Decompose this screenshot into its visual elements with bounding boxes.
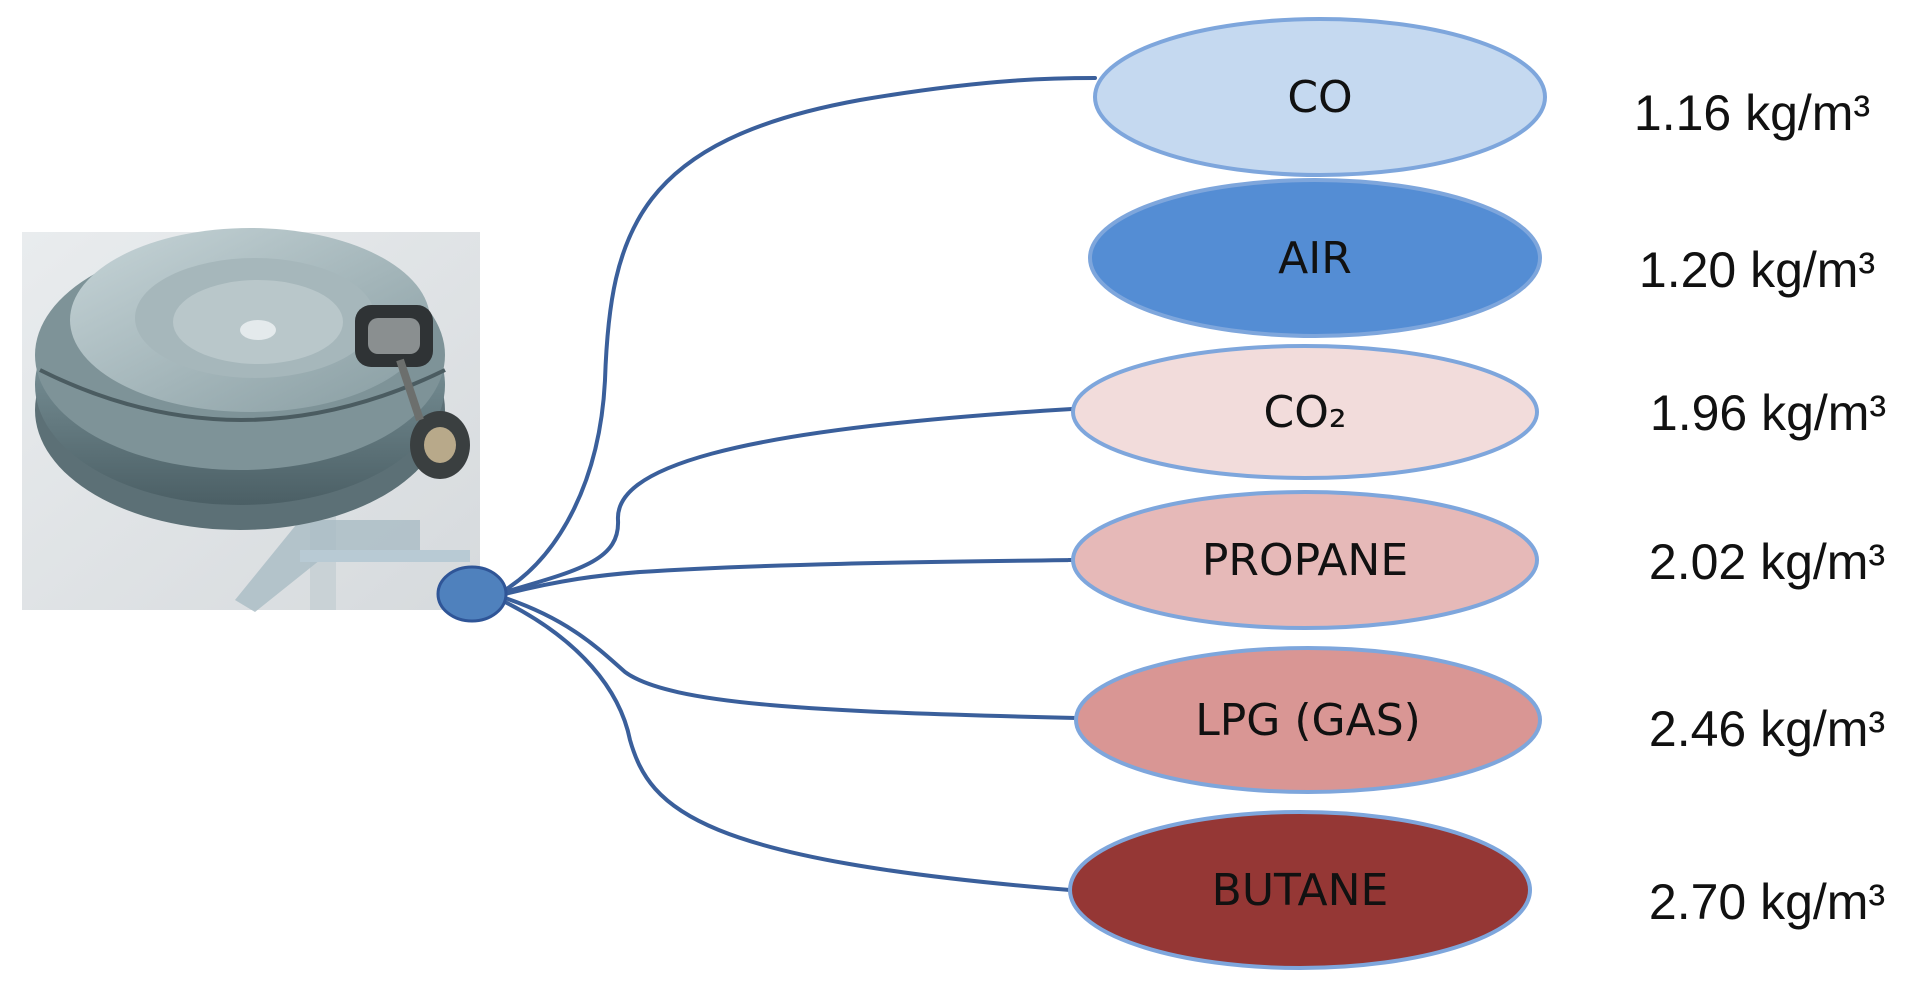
gas-node-ellipse [1088,178,1542,338]
connector-line [503,596,1078,720]
connector-lines [503,76,1097,892]
density-value: 2.46 kg/m³ [1649,701,1885,757]
gas-node-ellipse [1068,810,1532,970]
density-value: 2.70 kg/m³ [1649,874,1885,930]
gas-node: LPG (GAS) [1074,646,1542,794]
gas-label: CO [1287,72,1352,123]
density-value: 1.96 kg/m³ [1650,385,1886,441]
hub-node [436,565,508,623]
gas-node-ellipse [1071,344,1539,480]
connector-line [503,407,1074,594]
gas-label: PROPANE [1202,535,1408,586]
gas-node-ellipse [1071,490,1539,630]
gas-node-ellipse [1074,646,1542,794]
gas-label: BUTANE [1212,865,1389,916]
gas-sensor-device-icon [22,228,480,612]
density-value: 2.02 kg/m³ [1649,534,1885,590]
gas-node-ellipse [1093,17,1547,177]
gas-label: LPG (GAS) [1195,695,1421,746]
connector-line [503,558,1075,596]
density-value: 1.20 kg/m³ [1639,242,1875,298]
gas-node: CO₂ [1071,344,1539,480]
gas-label: CO₂ [1264,387,1347,438]
connector-line [503,600,1072,892]
gas-nodes: CO AIR CO₂ PROPANE LPG (GAS) BUTANE [1068,17,1547,970]
gas-node: PROPANE [1071,490,1539,630]
density-value: 1.16 kg/m³ [1634,85,1870,141]
connector-line [503,76,1097,592]
density-values: 1.16 kg/m³ 1.20 kg/m³ 1.96 kg/m³ 2.02 kg/m³… [1634,85,1886,930]
gas-node: AIR [1088,178,1542,338]
gas-node: CO [1093,17,1547,177]
gas-label: AIR [1278,233,1352,284]
gas-node: BUTANE [1068,810,1532,970]
